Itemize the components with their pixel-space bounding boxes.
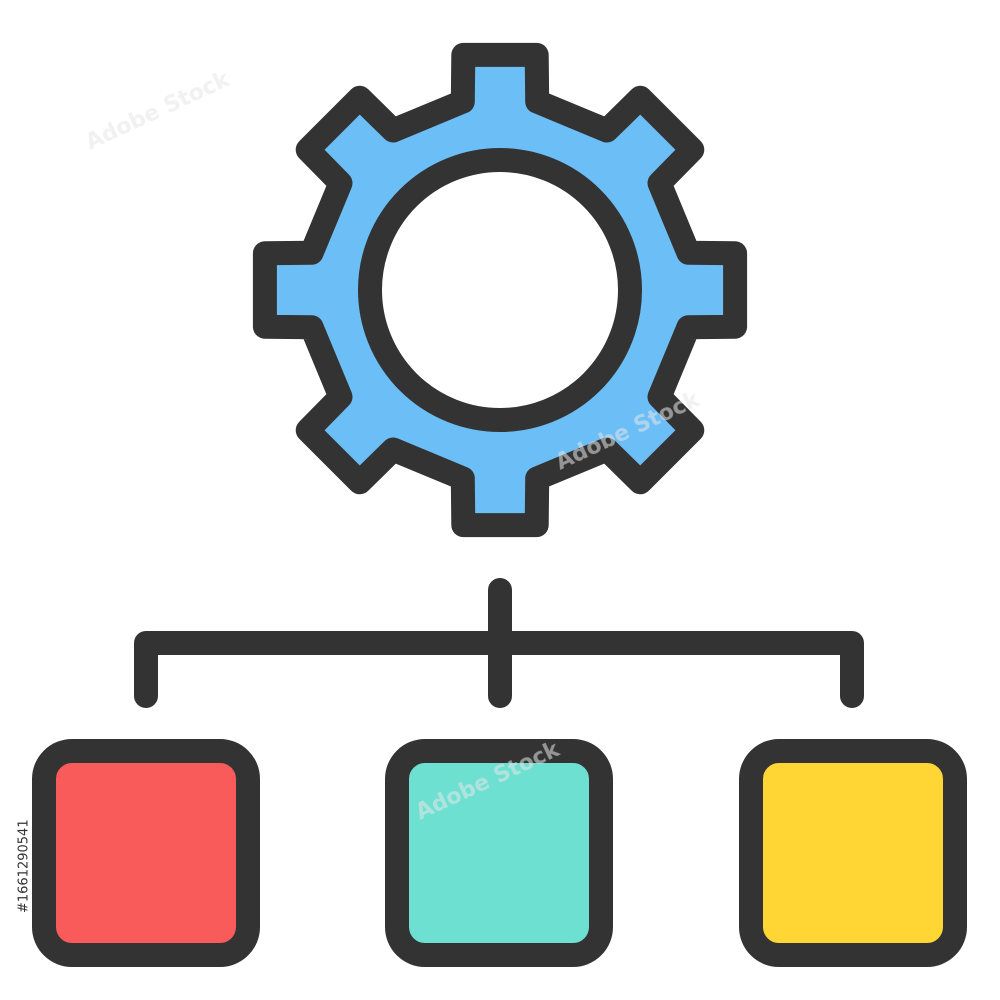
connector-branch	[134, 631, 864, 708]
node-box-left	[32, 739, 260, 967]
node-box-right	[739, 739, 967, 967]
node-box-middle	[385, 739, 613, 967]
hierarchy-connector	[134, 578, 864, 708]
gear-icon	[252, 42, 748, 538]
stock-id-label: #1661290541	[16, 819, 32, 913]
gear-hub	[358, 148, 642, 432]
watermark-text-1: Adobe Stock	[82, 67, 235, 156]
